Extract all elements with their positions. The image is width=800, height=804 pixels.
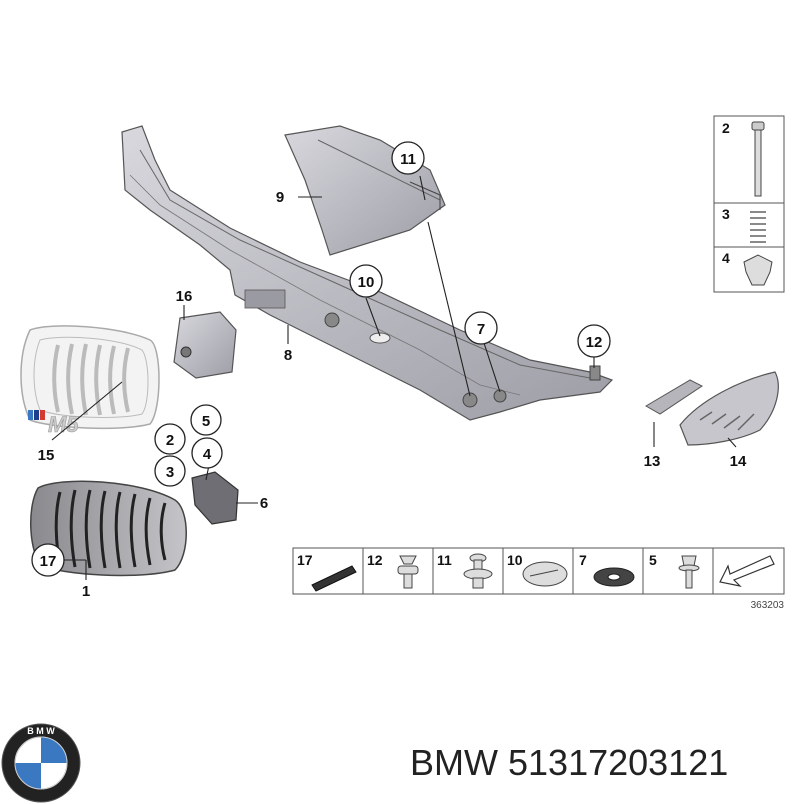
brand-name: BMW [410, 742, 498, 783]
side-grille-14 [679, 371, 779, 446]
callout-4: 4 [191, 437, 223, 469]
bottom-legend-7: 7 [579, 552, 587, 568]
svg-text:10: 10 [358, 274, 375, 291]
m5-emblem: M5 [28, 410, 80, 437]
callout-17: 17 [31, 543, 65, 577]
svg-text:12: 12 [586, 334, 603, 351]
svg-text:3: 3 [166, 464, 174, 481]
callout-8: 8 [284, 347, 292, 364]
callout-6: 6 [260, 495, 268, 512]
svg-text:4: 4 [203, 446, 212, 463]
callout-14: 14 [730, 453, 747, 470]
svg-text:5: 5 [202, 413, 210, 430]
cowl-panel-part [121, 125, 614, 421]
bottom-legend-17: 17 [297, 552, 313, 568]
bottom-legend-strip: 17 12 11 10 7 5 [292, 547, 785, 595]
right-legend-4: 4 [722, 250, 730, 266]
callout-11: 11 [391, 141, 425, 175]
svg-text:7: 7 [477, 321, 485, 338]
part-number: 51317203121 [508, 742, 729, 783]
callout-1: 1 [82, 583, 90, 600]
trim-strip-13 [645, 379, 703, 415]
right-legend-table: 2 3 4 [713, 115, 785, 293]
svg-text:M5: M5 [48, 412, 79, 437]
upper-kidney-grille [20, 325, 160, 430]
bottom-legend-5: 5 [649, 552, 657, 568]
callout-9: 9 [276, 189, 284, 206]
callout-13: 13 [644, 453, 661, 470]
callout-10: 10 [349, 264, 383, 298]
right-legend-2: 2 [722, 120, 730, 136]
bmw-logo: B M W [1, 723, 81, 803]
diagram-number: 363203 [751, 600, 785, 611]
bottom-legend-10: 10 [507, 552, 523, 568]
right-legend-3: 3 [722, 206, 730, 222]
bottom-legend-11: 11 [437, 552, 452, 568]
part-caption: BMW 51317203121 [410, 742, 728, 784]
bracket-16-part [173, 311, 237, 379]
callout-15: 15 [38, 447, 55, 464]
callout-16: 16 [176, 288, 193, 305]
bracket-6-part [191, 471, 239, 525]
callout-3: 3 [154, 455, 186, 487]
svg-text:17: 17 [40, 553, 57, 570]
svg-text:2: 2 [166, 432, 174, 449]
callout-5: 5 [190, 404, 222, 436]
callout-7: 7 [464, 311, 498, 345]
lower-kidney-grille [30, 480, 187, 577]
svg-text:11: 11 [400, 151, 416, 168]
callout-12: 12 [577, 324, 611, 358]
bottom-legend-12: 12 [367, 552, 383, 568]
callout-2: 2 [154, 423, 186, 455]
svg-text:B M W: B M W [27, 726, 55, 736]
